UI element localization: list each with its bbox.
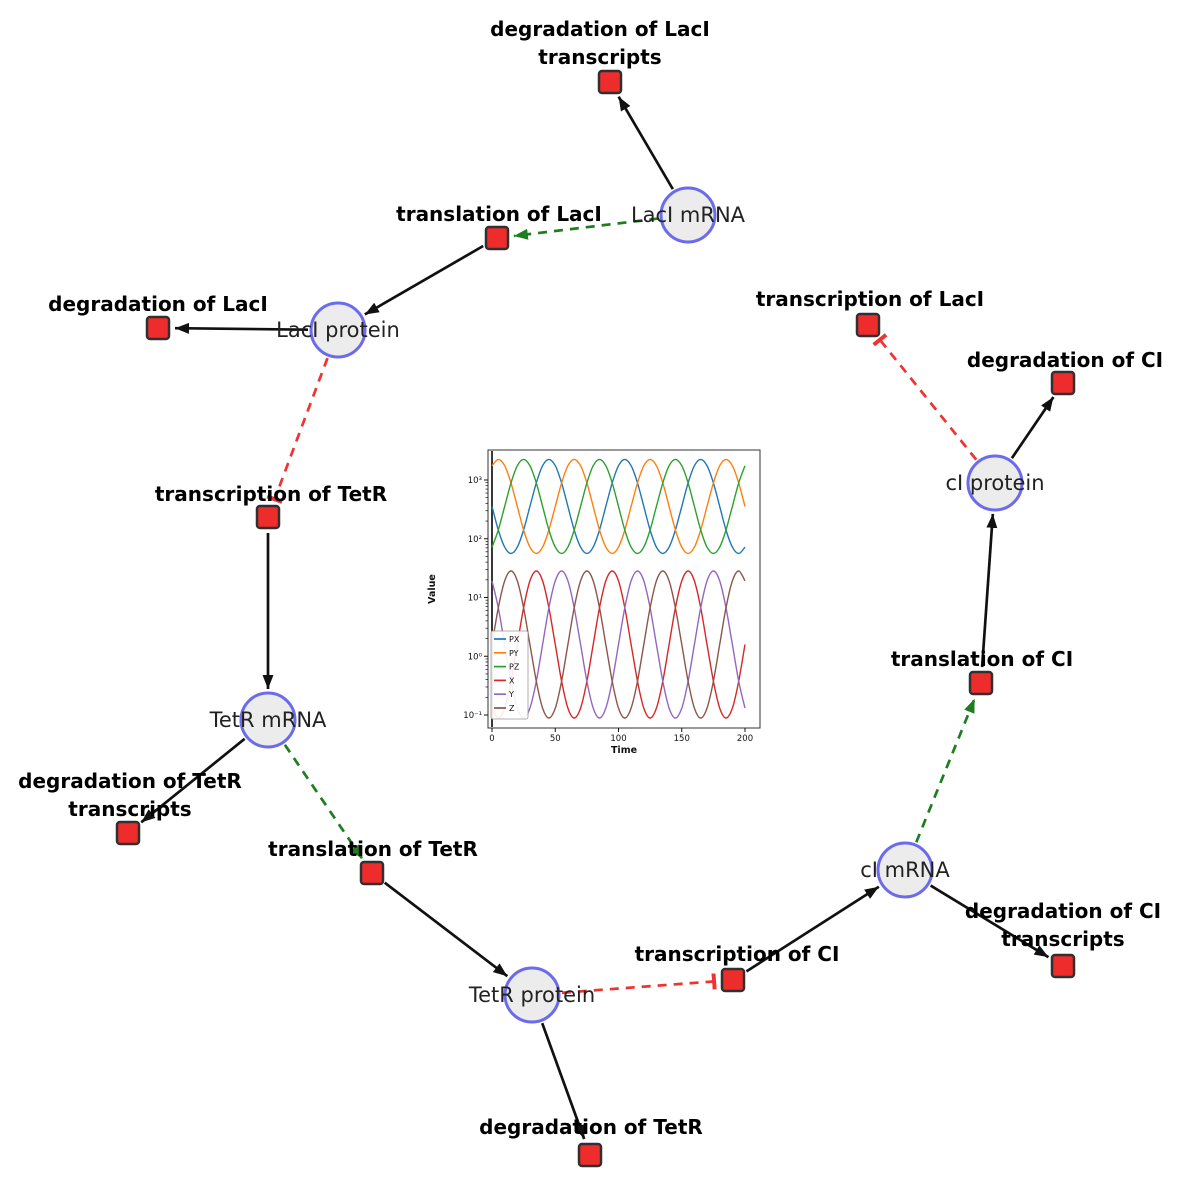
reaction-node-transcription-ci[interactable]	[720, 967, 746, 993]
legend-label: X	[509, 676, 515, 685]
x-tick-label: 150	[674, 734, 690, 744]
reaction-node-transcription-tetr[interactable]	[255, 504, 281, 530]
edge-consumption-ci-protein-deg-ci	[1010, 396, 1055, 459]
reaction-label-line: transcription of CI	[635, 942, 840, 966]
reaction-node-translation-laci[interactable]	[484, 225, 510, 251]
species-node-tetr-mrna[interactable]	[239, 691, 297, 749]
legend-label: PX	[509, 635, 520, 644]
reaction-label-line: degradation of CI	[965, 899, 1161, 923]
labels-layer: degradation of LacI transcripts translatio…	[18, 17, 1163, 1139]
reaction-node-deg-ci-transcripts[interactable]	[1050, 953, 1076, 979]
edge-modifier-ci-mrna-translation-ci	[915, 698, 976, 843]
species-label-tetr-mrna: TetR mRNA	[209, 708, 327, 732]
reaction-label-deg-laci-transcripts: degradation of LacI transcripts	[490, 17, 710, 69]
reaction-label-deg-laci: degradation of LacI	[48, 292, 268, 316]
legend-label: PY	[509, 649, 519, 658]
reaction-node-deg-laci-transcripts[interactable]	[597, 69, 623, 95]
y-tick-label: 10⁰	[468, 652, 483, 662]
series-line-Z	[491, 570, 746, 719]
series-line-X	[491, 570, 746, 719]
edge-modifier-laci-mrna-translation-laci	[513, 217, 659, 240]
reaction-node-deg-ci[interactable]	[1050, 370, 1076, 396]
series-line-PZ	[491, 458, 746, 555]
reaction-label-translation-ci: translation of CI	[891, 647, 1073, 671]
y-axis-label: Value	[427, 574, 438, 604]
edge-inhibition-ci-protein-transcription-laci	[872, 333, 978, 461]
species-label-ci-protein: cI protein	[945, 471, 1044, 495]
edges-layer	[140, 95, 1055, 1140]
species-nodes-layer	[239, 186, 1024, 1024]
reaction-node-translation-tetr[interactable]	[359, 860, 385, 886]
edge-inhibition-tetr-protein-transcription-ci	[561, 973, 717, 995]
x-tick-label: 50	[550, 734, 561, 744]
plot-frame	[487, 449, 761, 729]
reaction-label-line: transcription of LacI	[756, 287, 984, 311]
y-tick-label: 10¹	[468, 594, 482, 604]
y-tick-label: 10⁻¹	[463, 711, 482, 721]
reaction-label-line: degradation of LacI	[48, 292, 268, 316]
reaction-label-line: transcripts	[1001, 927, 1124, 951]
edge-consumption-laci-mrna-deg-laci-transcripts	[617, 95, 674, 190]
edge-production-translation-tetr-tetr-protein	[383, 881, 509, 978]
reaction-label-deg-tetr: degradation of TetR	[479, 1115, 703, 1139]
reaction-label-deg-ci: degradation of CI	[967, 348, 1163, 372]
edge-consumption-ci-mrna-deg-ci-transcripts	[929, 884, 1050, 959]
reaction-node-transcription-laci[interactable]	[855, 312, 881, 338]
reaction-label-line: transcripts	[68, 797, 191, 821]
edge-consumption-laci-protein-deg-laci	[174, 322, 309, 334]
series-line-PX	[491, 458, 746, 555]
edge-production-translation-ci-ci-protein	[980, 513, 998, 668]
species-label-laci-protein: LacI protein	[276, 318, 400, 342]
edge-modifier-tetr-mrna-translation-tetr	[283, 744, 364, 860]
edge-inhibition-laci-protein-transcription-tetr	[266, 357, 329, 504]
species-label-ci-mrna: cI mRNA	[860, 858, 950, 882]
species-node-laci-mrna[interactable]	[659, 186, 717, 244]
reaction-label-line: translation of LacI	[396, 202, 602, 226]
edge-production-translation-laci-laci-protein	[364, 244, 484, 316]
reaction-label-line: degradation of CI	[967, 348, 1163, 372]
reaction-node-deg-tetr-transcripts[interactable]	[115, 820, 141, 846]
reaction-label-line: transcripts	[538, 45, 661, 69]
reaction-label-line: transcription of TetR	[155, 482, 387, 506]
legend-label: Y	[508, 690, 514, 699]
species-node-tetr-protein[interactable]	[503, 966, 561, 1024]
y-tick-label: 10²	[468, 535, 482, 545]
reaction-label-transcription-ci: transcription of CI	[635, 942, 840, 966]
reaction-label-line: degradation of TetR	[479, 1115, 703, 1139]
species-node-ci-protein[interactable]	[966, 454, 1024, 512]
reaction-label-line: translation of TetR	[268, 837, 478, 861]
reaction-label-line: translation of CI	[891, 647, 1073, 671]
reaction-label-deg-ci-transcripts: degradation of CI transcripts	[965, 899, 1161, 951]
reaction-node-deg-laci[interactable]	[145, 315, 171, 341]
reaction-label-transcription-laci: transcription of LacI	[756, 287, 984, 311]
species-label-tetr-protein: TetR protein	[468, 983, 595, 1007]
x-tick-label: 0	[489, 734, 494, 744]
reaction-label-transcription-tetr: transcription of TetR	[155, 482, 387, 506]
reaction-label-translation-laci: translation of LacI	[396, 202, 602, 226]
reaction-label-line: degradation of LacI	[490, 17, 710, 41]
series-line-Y	[491, 570, 746, 719]
reaction-node-deg-tetr[interactable]	[577, 1142, 603, 1168]
series-line-PY	[491, 458, 746, 555]
reaction-label-deg-tetr-transcripts: degradation of TetR transcripts	[18, 769, 242, 821]
legend-label: Z	[509, 704, 515, 713]
edge-consumption-tetr-mrna-deg-tetr-transcripts	[140, 737, 246, 824]
edge-consumption-tetr-protein-deg-tetr	[540, 1022, 586, 1140]
edge-production-transcription-ci-ci-mrna	[745, 885, 880, 973]
reaction-node-translation-ci[interactable]	[968, 670, 994, 696]
reaction-label-line: degradation of TetR	[18, 769, 242, 793]
species-node-laci-protein[interactable]	[309, 301, 367, 359]
species-label-laci-mrna: LacI mRNA	[631, 203, 746, 227]
reaction-nodes-layer	[115, 69, 1076, 1168]
x-tick-label: 100	[610, 734, 626, 744]
x-tick-label: 200	[737, 734, 753, 744]
reaction-label-translation-tetr: translation of TetR	[268, 837, 478, 861]
legend-label: PZ	[509, 663, 520, 672]
y-tick-label: 10³	[468, 476, 482, 486]
species-node-ci-mrna[interactable]	[876, 841, 934, 899]
x-axis-label: Time	[611, 745, 637, 755]
